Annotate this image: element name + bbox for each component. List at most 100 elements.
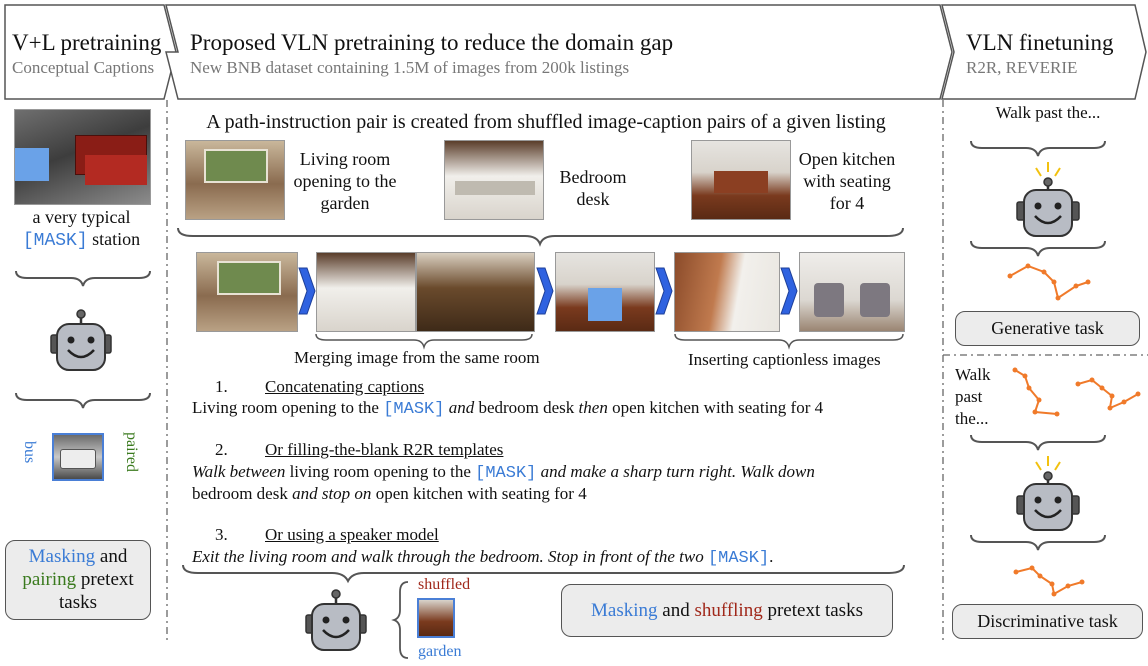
caption-kitchen: Open kitchen with seating for 4 <box>798 149 896 213</box>
paired-bus-photo <box>52 433 104 481</box>
discriminative-task-box: Discriminative task <box>952 604 1143 639</box>
generative-task-box: Generative task <box>955 311 1140 346</box>
path-trajectory-candidate-1 <box>1012 367 1060 417</box>
step1-num: 1. <box>215 377 228 396</box>
bus-caption-line2: [MASK] station <box>14 228 149 252</box>
step3-num: 3. <box>215 525 228 544</box>
step2-num: 2. <box>215 440 228 459</box>
step3-t2: . <box>769 547 774 566</box>
stage2-title: Proposed VLN pretraining to reduce the d… <box>190 30 674 55</box>
walk-text-block: Walk past the... <box>955 364 990 430</box>
left-task-box: Masking and pairing pretext tasks <box>5 540 151 620</box>
left-brace-top <box>15 270 151 287</box>
merge-brace <box>315 333 533 350</box>
right-brace-4 <box>970 534 1106 551</box>
insert-label: Inserting captionless images <box>688 350 881 369</box>
path-trajectory-candidate-2 <box>1075 377 1141 411</box>
bus-caption-station: station <box>92 229 141 249</box>
step1-mask-token: [MASK] <box>383 400 445 419</box>
middle-task-shuffling: shuffling <box>694 600 763 621</box>
step1-t4: then <box>578 398 608 417</box>
living-room-photo <box>185 140 285 220</box>
caption-living-room: Living room opening to the garden <box>293 149 397 213</box>
chevron-icon-4 <box>780 267 798 315</box>
walk-line-3: the... <box>955 409 989 428</box>
walk-line-1: Walk <box>955 365 991 384</box>
step2-text-line2: bedroom desk and stop on open kitchen wi… <box>192 484 587 504</box>
step2-t2: living room opening to the <box>289 462 471 481</box>
left-task-pairing: pairing <box>22 569 77 590</box>
mask-patch <box>15 148 49 181</box>
bus-caption-line1: a very typical <box>32 207 131 227</box>
step2-t3: and make a sharp turn right. Walk down <box>540 462 815 481</box>
header-arrows <box>4 4 1147 100</box>
seq-bedroom-desk <box>316 252 416 332</box>
word-paired: paired <box>123 432 140 472</box>
shuffled-kitchen-photo <box>417 598 455 638</box>
walk-line-2: past <box>955 387 983 406</box>
path-trajectory-score <box>1013 565 1085 597</box>
right-brace-3 <box>970 434 1106 451</box>
chevron-icon-3 <box>655 267 673 315</box>
step3-title: Or using a speaker model <box>265 525 439 544</box>
step2-t4: bedroom desk <box>192 484 288 503</box>
left-task-tasks: tasks <box>59 592 97 613</box>
curly-brace <box>391 581 409 659</box>
robot-icon-discriminative <box>1016 456 1080 531</box>
word-garden: garden <box>418 643 462 660</box>
right-brace-1 <box>970 140 1106 157</box>
stage1-subtitle: Conceptual Captions <box>12 58 155 77</box>
left-task-masking: Masking <box>28 546 96 567</box>
step2-text-line1: Walk between living room opening to the … <box>192 462 815 483</box>
middle-brace-bottom <box>182 564 905 584</box>
chevron-icon-2 <box>536 267 554 315</box>
step2-mask-token: [MASK] <box>475 464 537 483</box>
step2-t1: Walk between <box>192 462 286 481</box>
middle-task-masking: Masking <box>591 600 658 621</box>
middle-task-rest: pretext tasks <box>767 600 863 621</box>
step1-t2: and <box>448 398 475 417</box>
chevron-icon-1 <box>298 267 316 315</box>
walk-top-text: Walk past the... <box>995 103 1101 122</box>
path-trajectory-generated <box>1007 263 1091 301</box>
caption-bedroom-desk: Bedroom desk <box>559 167 627 209</box>
step3-t1: Exit the living room and walk through th… <box>192 547 704 566</box>
mask-patch-kitchen <box>588 288 622 321</box>
stage3-title: VLN finetuning <box>966 30 1114 55</box>
insert-brace <box>674 333 904 350</box>
stage2-subtitle: New BNB dataset containing 1.5M of image… <box>190 58 630 77</box>
seq-staircase <box>674 252 780 332</box>
step3-mask-token: [MASK] <box>707 549 770 568</box>
left-task-and: and <box>99 546 128 567</box>
middle-brace-top <box>177 227 904 247</box>
word-shuffled: shuffled <box>418 576 471 593</box>
mask-token: [MASK] <box>22 231 88 251</box>
kitchen-photo <box>691 140 791 220</box>
seq-dining-table <box>416 252 535 332</box>
robot-icon <box>50 309 112 371</box>
step2-title: Or filling-the-blank R2R templates <box>265 440 504 459</box>
step2-t5: and stop on <box>292 484 372 503</box>
step1-t3: bedroom desk <box>478 398 575 417</box>
merge-label: Merging image from the same room <box>294 348 540 367</box>
bus-station-photo <box>14 109 151 205</box>
right-brace-2 <box>970 240 1106 257</box>
middle-intro: A path-instruction pair is created from … <box>206 111 886 133</box>
robot-icon-middle <box>305 589 367 651</box>
left-brace-bottom <box>15 392 151 409</box>
stage1-title: V+L pretraining <box>12 30 162 55</box>
middle-task-box: Masking and shuffling pretext tasks <box>561 584 893 637</box>
robot-icon-generative <box>1016 162 1080 237</box>
seq-chairs <box>799 252 905 332</box>
step2-t6: open kitchen with seating for 4 <box>375 484 587 503</box>
seq-living-room <box>196 252 298 332</box>
word-bus: bus <box>21 441 38 464</box>
step1-t5: open kitchen with seating for 4 <box>612 398 824 417</box>
seq-kitchen <box>555 252 655 332</box>
step1-t1: Living room opening to the <box>192 398 379 417</box>
step1-text: Living room opening to the [MASK] and be… <box>192 398 823 419</box>
left-task-pretext: pretext <box>80 569 134 590</box>
step1-title: Concatenating captions <box>265 377 425 396</box>
step3-text: Exit the living room and walk through th… <box>192 547 773 568</box>
